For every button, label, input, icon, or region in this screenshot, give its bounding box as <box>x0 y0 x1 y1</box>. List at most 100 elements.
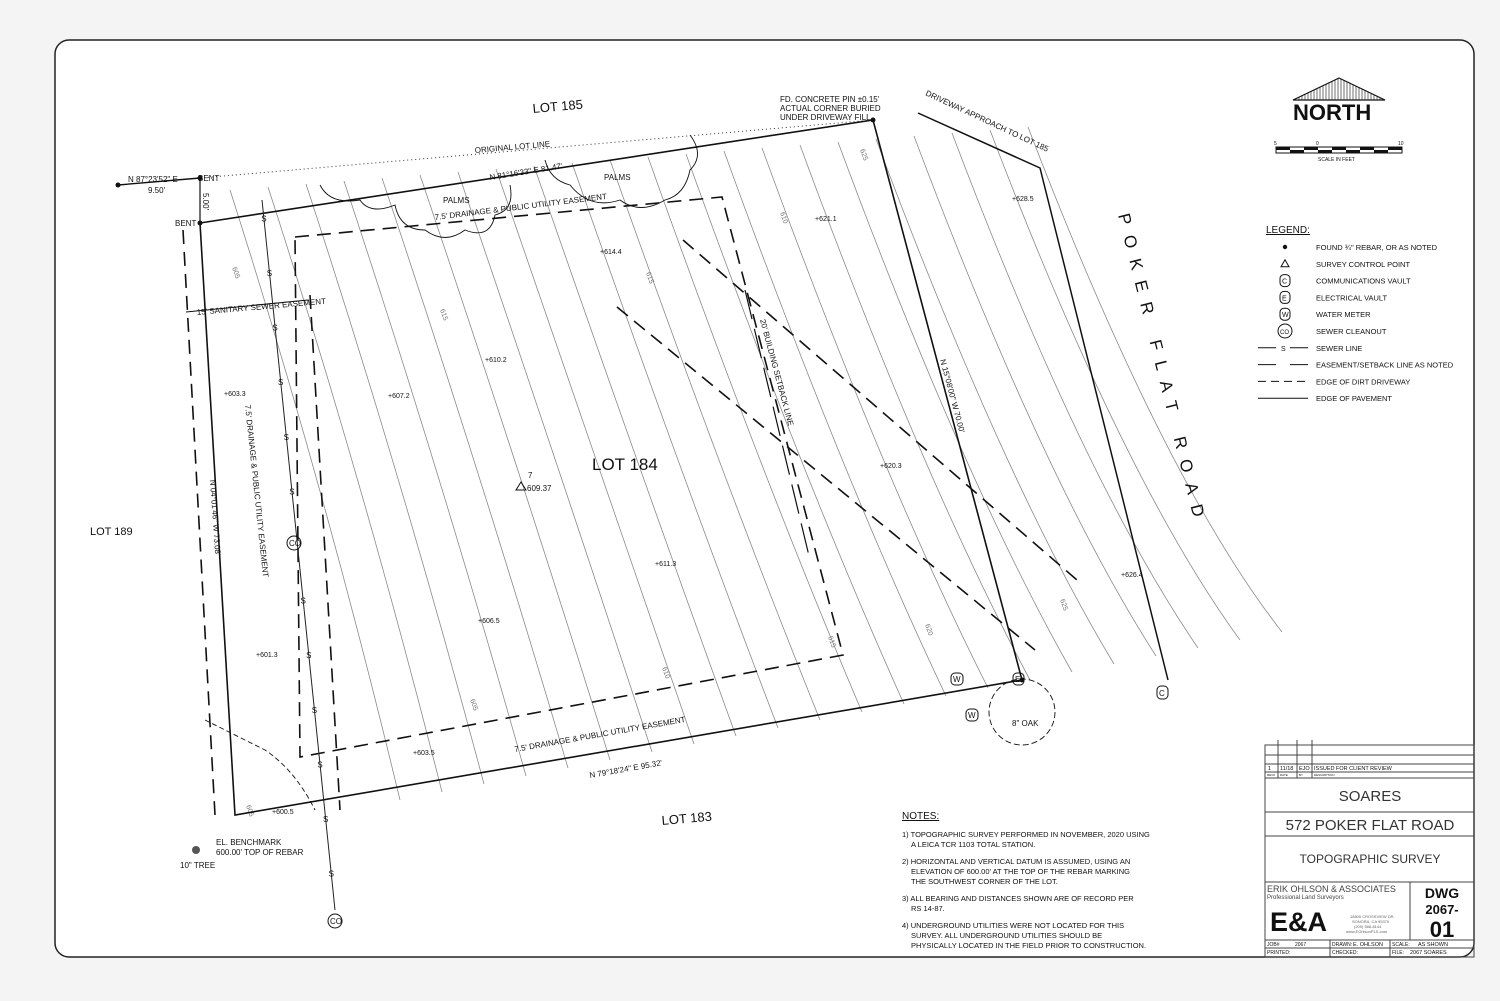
note-line: RS 14-87. <box>911 904 945 913</box>
legend-symbol: CO <box>1280 330 1289 336</box>
sewer-cleanout-label: CO <box>289 539 301 548</box>
lot-184-label: LOT 184 <box>592 455 658 474</box>
lot-189-label: LOT 189 <box>90 526 133 538</box>
contour-line <box>571 162 779 729</box>
note-line: 4) UNDERGROUND UTILITIES WERE NOT LOCATE… <box>902 921 1124 930</box>
contour-label: 625 <box>1058 598 1069 611</box>
legend-item-label: FOUND ¾" REBAR, OR AS NOTED <box>1316 243 1438 252</box>
checked-label: CHECKED: <box>1332 950 1358 956</box>
scale-tick: 5 <box>1274 141 1277 147</box>
easement-setback-line <box>294 196 844 758</box>
ne-corner-note-1: FD. CONCRETE PIN ±0.15' <box>780 95 880 104</box>
control-point-icon <box>1280 258 1290 268</box>
contour-line <box>343 180 527 777</box>
sewer-marker: S <box>284 433 289 442</box>
bent-label: BENT <box>175 219 196 228</box>
firm-name: ERIK OHLSON & ASSOCIATES <box>1267 884 1396 894</box>
building-setback-line <box>744 289 811 561</box>
benchmark-label-2: 600.00' TOP OF REBAR <box>216 848 304 857</box>
printed-label: PRINTED: <box>1267 950 1290 956</box>
contour-line <box>419 174 611 761</box>
scale-segment <box>1360 147 1374 150</box>
sewer-easement-west-line <box>182 229 216 816</box>
rebar-icon <box>197 220 203 226</box>
palms-label: PALMS <box>604 173 631 182</box>
contour-line <box>723 150 947 697</box>
dwg-number: 2067- <box>1425 902 1458 917</box>
note-line: THE SOUTHWEST CORNER OF THE LOT. <box>911 877 1058 886</box>
note-line: 1) TOPOGRAPHIC SURVEY PERFORMED IN NOVEM… <box>902 830 1150 839</box>
electrical-vault-icon <box>1279 290 1291 304</box>
scale-tick: 0 <box>1316 141 1319 147</box>
water-meter-label: W <box>953 675 961 684</box>
note-line: 2) HORIZONTAL AND VERTICAL DATUM IS ASSU… <box>902 857 1130 866</box>
edge-of-pavement <box>917 112 1169 681</box>
drawn-label: DRAWN: <box>1332 942 1352 948</box>
spot-elevation: +603.5 <box>413 750 435 757</box>
benchmark-icon <box>192 846 200 854</box>
firm-logo: E&A <box>1270 907 1327 937</box>
sewer-easement-east-line <box>309 294 341 811</box>
note-line: 3) ALL BEARING AND DISTANCES SHOWN ARE O… <box>902 894 1134 903</box>
revision-header: DESCRIPTION <box>1314 773 1335 777</box>
notes-title: NOTES: <box>902 811 939 822</box>
scale-segment <box>1332 147 1346 150</box>
sewer-cleanout-icon <box>1277 323 1293 339</box>
sewer-marker: S <box>272 324 277 333</box>
spot-elevation: +606.5 <box>478 618 500 625</box>
offset-distance: 9.50' <box>148 186 166 195</box>
legend-item-label: EASEMENT/SETBACK LINE AS NOTED <box>1316 361 1454 370</box>
client-name: SOARES <box>1339 788 1402 805</box>
contour-label: 605 <box>244 804 255 817</box>
palms-label: PALMS <box>443 196 470 205</box>
tree-canopy <box>204 719 316 811</box>
job-label: JOB# <box>1267 942 1280 948</box>
contour-label: 620 <box>923 623 934 636</box>
spot-elevation: +614.4 <box>600 249 622 256</box>
comm-vault-icon <box>1279 274 1291 288</box>
file-value: 2067 SOARES <box>1410 950 1447 956</box>
contour-label: 625 <box>858 148 869 161</box>
sewer-marker: S <box>278 378 283 387</box>
scale-label: SCALE IN FEET <box>1318 157 1355 163</box>
contour-line <box>609 159 821 721</box>
contour-label: 610 <box>660 666 671 679</box>
spot-elevation: +626.4 <box>1121 572 1143 579</box>
contour-label: 615 <box>438 308 449 321</box>
north-label: NORTH <box>1293 100 1371 125</box>
contour-line <box>875 138 1115 665</box>
note-line: PHYSICALLY LOCATED IN THE FIELD PRIOR TO… <box>911 941 1146 950</box>
legend-symbol: C <box>1282 279 1287 286</box>
sewer-marker: S <box>312 706 317 715</box>
dwg-sheet: 01 <box>1430 917 1454 942</box>
revision-by: EJO <box>1299 766 1310 772</box>
water-meter-icon <box>965 708 979 722</box>
north-arrow: NORTH 5 0 10 SCALE IN FEET <box>1274 77 1404 163</box>
benchmark-label-1: EL. BENCHMARK <box>216 838 282 847</box>
survey-type: TOPOGRAPHIC SURVEY <box>1300 852 1441 866</box>
control-point-elevation: 609.37 <box>527 484 552 493</box>
contour-line <box>685 153 905 705</box>
communications-vault-label: C <box>1159 689 1165 698</box>
rebar-icon <box>197 175 203 181</box>
note-line: A LEICA TCR 1103 TOTAL STATION. <box>911 840 1035 849</box>
sewer-marker: S <box>300 597 305 606</box>
contour-label: 610 <box>778 211 789 224</box>
sheet-border <box>54 39 1475 958</box>
file-label: FILE: <box>1392 950 1404 956</box>
sewer-marker: S <box>317 760 322 769</box>
ne-corner-note-2: ACTUAL CORNER BURIED <box>780 104 881 113</box>
sewer-marker: S <box>267 269 272 278</box>
revision-number: 1 <box>1268 766 1271 772</box>
contour-label: 605 <box>230 266 241 279</box>
palms-canopy <box>319 134 698 238</box>
spot-elevation: +600.5 <box>272 809 294 816</box>
contour-line <box>305 183 485 785</box>
legend-symbol: E <box>1282 295 1287 302</box>
scale-segment <box>1290 150 1304 153</box>
spot-elevation: +611.3 <box>655 561 676 568</box>
note-line: SURVEY. ALL UNDERGROUND UTILITIES SHOULD… <box>911 931 1102 940</box>
sewer-cleanout-label: CO <box>330 917 342 926</box>
sewer-cleanout-icon <box>286 535 302 551</box>
